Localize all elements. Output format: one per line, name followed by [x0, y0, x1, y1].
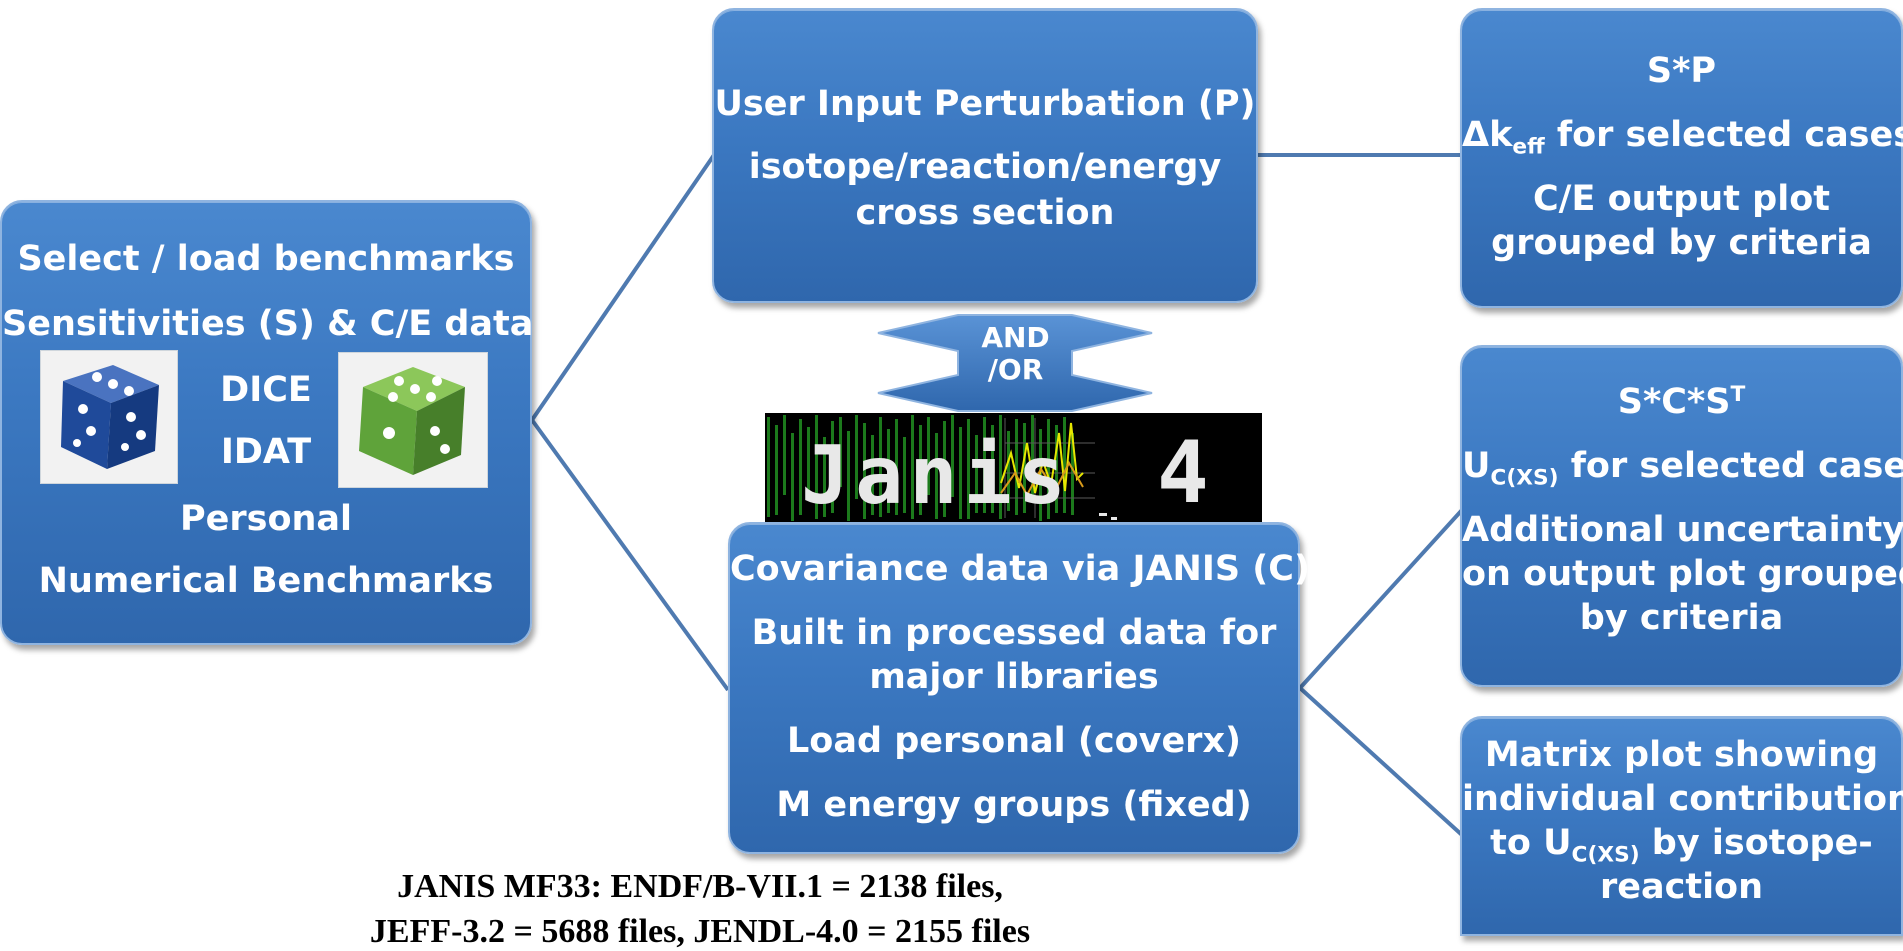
blue-dice-icon [40, 350, 178, 484]
and-or-label: AND/OR [981, 321, 1050, 387]
connector-covariance-to-scs [1298, 508, 1464, 690]
sp-grouped: grouped by criteria [1491, 223, 1872, 263]
to-u-text: to U [1490, 823, 1572, 863]
scs-output-plot: on output plot grouped [1462, 554, 1903, 594]
matrix-reaction: reaction [1599, 867, 1764, 907]
janis-mf33-footnote-line1: JANIS MF33: ENDF/B-VII.1 = 2138 files, [397, 868, 1003, 905]
scs-additional-uncertainty: Additional uncertainty [1462, 510, 1903, 550]
janis-mf33-footnote-line2: JEFF-3.2 = 5688 files, JENDL-4.0 = 2155 … [369, 913, 1031, 950]
idat-label: IDAT [220, 432, 312, 472]
connector-left-to-covariance [530, 418, 730, 692]
matrix-uncertainty: to UC(XS) by isotope- [1462, 823, 1901, 866]
sensitivities-label: Sensitivities (S) & C/E data [2, 304, 534, 344]
janis-logo-version: 4 [1157, 423, 1209, 523]
perturbation-title: User Input Perturbation (P) [714, 84, 1256, 124]
covariance-box: Covariance data via JANIS (C) Built in p… [728, 522, 1310, 854]
scs-title: S*C*ST [1462, 383, 1901, 422]
janis-logo: Janis 4 [765, 413, 1262, 526]
sp-title: S*P [1646, 51, 1717, 91]
covariance-major-libraries: major libraries [869, 657, 1159, 697]
keff-subscript: eff [1512, 134, 1545, 160]
connector-left-to-perturbation [530, 153, 716, 422]
scs-result-box: S*C*ST UC(XS) for selected cases Additio… [1460, 345, 1903, 687]
dice-label: DICE [220, 370, 312, 410]
green-dice-icon [338, 352, 488, 488]
connector-covariance-to-matrix [1298, 686, 1464, 837]
sp-result-box: S*P Δkeff for selected cases C/E output … [1460, 8, 1903, 308]
numerical-benchmarks-label: Numerical Benchmarks [38, 561, 494, 601]
delta-k-symbol: Δk [1462, 115, 1513, 155]
sp-delta-keff: Δkeff for selected cases [1462, 115, 1903, 158]
benchmarks-title: Select / load benchmarks [17, 239, 515, 279]
and-or-arrow-icon [877, 314, 1153, 412]
matrix-plot-box: Matrix plot showing individual contribut… [1460, 716, 1903, 936]
perturbation-detail-2: cross section [855, 193, 1115, 233]
personal-label: Personal [179, 499, 353, 539]
selected-cases-text: for selected cases [1544, 115, 1903, 155]
selected-cases-text: for selected cases [1558, 446, 1903, 486]
covariance-energy-groups: M energy groups (fixed) [776, 785, 1252, 825]
benchmarks-box: Select / load benchmarks Sensitivities (… [0, 200, 534, 645]
by-isotope-text: by isotope- [1639, 823, 1873, 863]
covariance-title: Covariance data via JANIS (C) [730, 549, 1310, 589]
sp-ce-plot: C/E output plot [1533, 179, 1830, 219]
cxs-subscript: C(XS) [1571, 842, 1640, 868]
perturbation-detail: isotope/reaction/energy [748, 147, 1222, 187]
scs-title-text: S*C*S [1617, 382, 1731, 422]
cxs-subscript: C(XS) [1490, 465, 1559, 491]
janis-logo-word: Janis [801, 429, 1072, 522]
perturbation-box: User Input Perturbation (P) isotope/reac… [712, 8, 1258, 303]
scs-criteria: by criteria [1579, 598, 1784, 638]
covariance-load-personal: Load personal (coverx) [786, 721, 1242, 761]
scs-uncertainty: UC(XS) for selected cases [1462, 446, 1903, 489]
transpose-superscript: T [1730, 382, 1746, 408]
u-symbol: U [1462, 446, 1491, 486]
matrix-contribution: individual contribution [1462, 779, 1903, 819]
covariance-built-in: Built in processed data for [751, 613, 1277, 653]
matrix-title: Matrix plot showing [1484, 735, 1879, 775]
